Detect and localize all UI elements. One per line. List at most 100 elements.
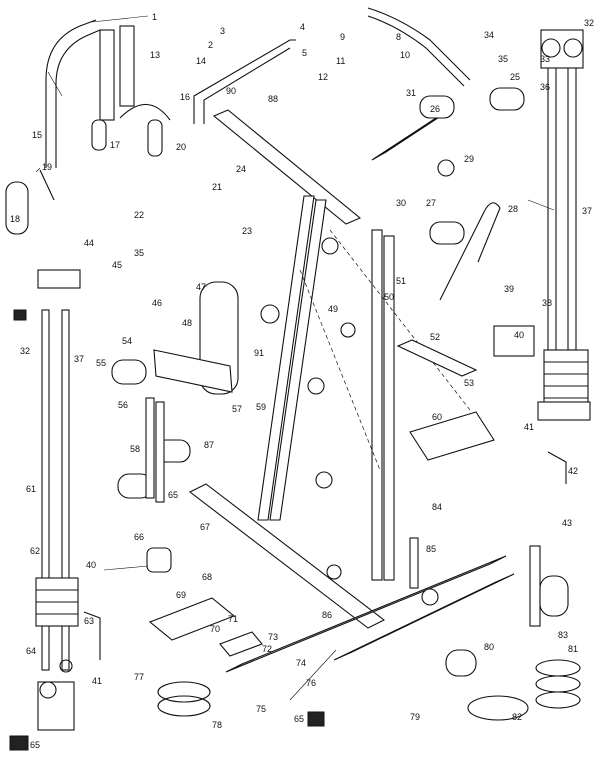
- callout-59: 2: [208, 40, 213, 50]
- callout-66: 29: [464, 154, 474, 164]
- callout-25: 79: [410, 712, 420, 722]
- callout-44: 47: [196, 282, 206, 292]
- callout-84: 8: [396, 32, 401, 42]
- callout-51: 61: [26, 484, 36, 494]
- callout-78: 78: [212, 720, 222, 730]
- callout-33b: 65: [168, 490, 178, 500]
- callout-61: 53: [464, 378, 474, 388]
- callout-65: 31: [406, 88, 416, 98]
- callout-90: 25: [510, 72, 520, 82]
- callout-104: 50: [384, 292, 394, 302]
- callout-33: 65: [30, 740, 40, 750]
- callout-85: 87: [204, 440, 214, 450]
- callout-38: 54: [122, 336, 132, 346]
- callout-108: 33: [540, 54, 550, 64]
- callout-30: 59: [256, 402, 266, 412]
- callout-19: 75: [256, 704, 266, 714]
- callout-41: 36: [540, 82, 550, 92]
- callout-97: 22: [134, 210, 144, 220]
- callout-62: 28: [508, 204, 518, 214]
- callout-83: 12: [318, 72, 328, 82]
- callout-55: 66: [134, 532, 144, 542]
- leader-lines: [35, 15, 555, 701]
- callout-54: 40: [514, 330, 524, 340]
- callout-101: 34: [484, 30, 494, 40]
- callout-79: 77: [134, 672, 144, 682]
- callout-24: 18: [10, 214, 20, 224]
- callout-69: 14: [196, 56, 206, 66]
- callout-98: 20: [176, 142, 186, 152]
- callout-88: 42: [568, 466, 578, 476]
- callout-56: 90: [226, 86, 236, 96]
- callout-32: 76: [306, 678, 316, 688]
- callout-63: 27: [426, 198, 436, 208]
- cables: [83, 451, 581, 721]
- top-frame: [193, 7, 525, 301]
- main-tower: [257, 195, 471, 581]
- right-weight-tower: [493, 29, 591, 421]
- callout-26: 86: [322, 610, 332, 620]
- callout-73: 49: [328, 304, 338, 314]
- callout-48: 56: [118, 400, 128, 410]
- seat-assembly: [111, 281, 495, 503]
- callout-71: 17: [110, 140, 120, 150]
- upper-left-arm-assembly: [5, 19, 171, 235]
- callout-47: 57: [232, 404, 242, 414]
- callout-37: 60: [432, 412, 442, 422]
- callout-50: 37: [582, 206, 592, 216]
- callout-106: 39: [504, 284, 514, 294]
- callout-53: 64: [26, 646, 36, 656]
- callout-36: 83: [558, 630, 568, 640]
- callout-22: 68: [202, 572, 212, 582]
- callout-34b: 41: [92, 676, 102, 686]
- callout-54b: 40: [86, 560, 96, 570]
- left-weight-tower: [9, 269, 81, 751]
- callout-74: 80: [484, 642, 494, 652]
- callout-35: 84: [432, 502, 442, 512]
- callout-20: 70: [210, 624, 220, 634]
- callout-14: 85: [426, 544, 436, 554]
- callout-17: 3: [220, 26, 225, 36]
- callout-57: 52: [430, 332, 440, 342]
- callout-75: 81: [568, 644, 578, 654]
- callout-43b: 32: [20, 346, 30, 356]
- callout-72: 44: [84, 238, 94, 248]
- callout-29: 51: [396, 276, 406, 286]
- callout-34: 41: [524, 422, 534, 432]
- callout-82: 11: [336, 56, 345, 66]
- callout-labels: 1 2 3 4 5 8 9 10 11 12 13 14 15 16 17 18…: [10, 12, 594, 750]
- callout-86: 63: [84, 616, 94, 626]
- callout-50b: 37: [74, 354, 84, 364]
- callout-107: 74: [296, 658, 306, 668]
- callout-95: 5: [302, 48, 307, 58]
- callout-105: 88: [268, 94, 278, 104]
- callout-103: 45: [112, 260, 122, 270]
- callout-33c: 65: [294, 714, 304, 724]
- callout-94: 23: [242, 226, 252, 236]
- callout-46: 58: [130, 444, 140, 454]
- callout-102b: 35: [134, 248, 144, 258]
- callout-28: 24: [236, 164, 246, 174]
- callout-96: 21: [212, 182, 222, 192]
- callout-77: 82: [512, 712, 522, 722]
- callout-100: 71: [228, 614, 238, 624]
- callout-58: 91: [254, 348, 264, 358]
- callout-60: 30: [396, 198, 406, 208]
- callout-81: 9: [340, 32, 345, 42]
- callout-42: 46: [152, 298, 162, 308]
- callout-45: 48: [182, 318, 192, 328]
- callout-87: 43: [562, 518, 572, 528]
- callout-80: 10: [400, 50, 410, 60]
- base-frame: [146, 483, 569, 727]
- callout-49: 13: [150, 50, 160, 60]
- pulleys: [39, 159, 455, 699]
- callout-31: 67: [200, 522, 210, 532]
- callout-99: 4: [300, 22, 305, 32]
- callout-92: 72: [262, 644, 272, 654]
- callout-18: 69: [176, 590, 186, 600]
- callout-64: 26: [430, 104, 440, 114]
- callout-70: 1: [152, 12, 157, 22]
- callout-91: 38: [542, 298, 552, 308]
- callout-40: 19: [42, 162, 52, 172]
